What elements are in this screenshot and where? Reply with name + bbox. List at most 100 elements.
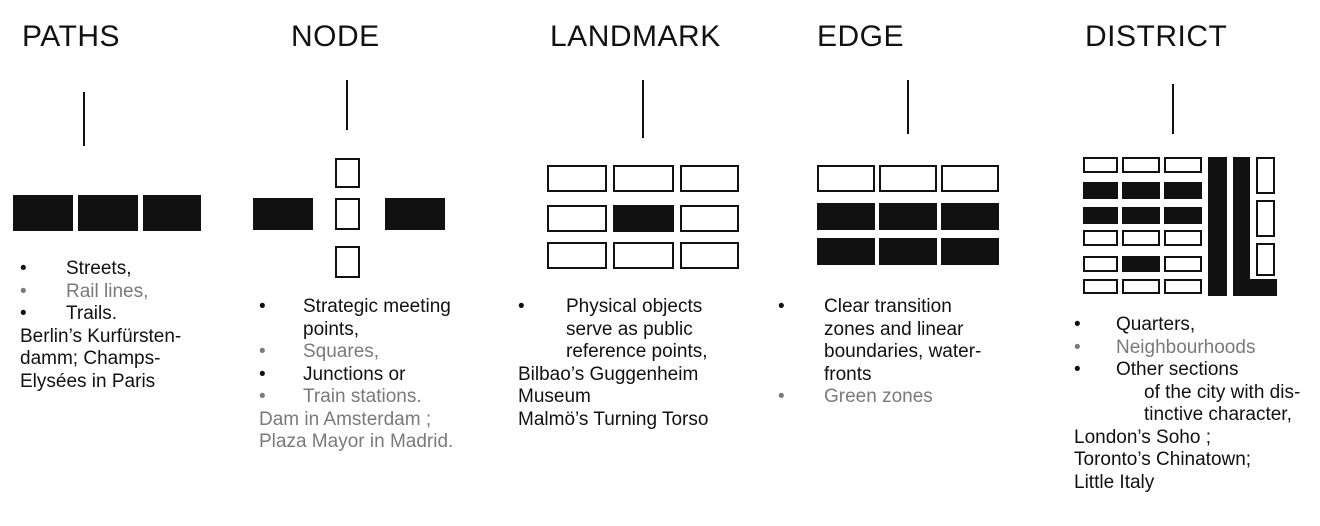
landmark-cell <box>680 205 739 232</box>
district-text: of the city with dis- <box>1144 381 1301 403</box>
bullet: • <box>778 386 785 407</box>
paths-text-line: •Streets, <box>20 258 181 281</box>
district-stem <box>1172 84 1174 134</box>
paths-block <box>143 195 201 231</box>
district-cell <box>1164 157 1202 173</box>
district-text: Neighbourhoods <box>1116 336 1256 358</box>
district-text-line: •Neighbourhoods <box>1074 337 1300 360</box>
landmark-text-line: Malmö’s Turning Torso <box>518 409 708 432</box>
node-text: Train stations. <box>303 386 422 407</box>
district-block <box>1164 182 1202 199</box>
district-block <box>1122 182 1160 199</box>
node-text-line: •Junctions or <box>259 364 453 387</box>
district-text-line: Toronto’s Chinatown; <box>1074 449 1300 472</box>
landmark-text: Bilbao’s Guggenheim <box>518 363 699 385</box>
district-text-line: •Other sections <box>1074 359 1300 382</box>
bullet: • <box>20 303 27 324</box>
district-text: Quarters, <box>1116 314 1196 335</box>
node-text: Strategic meeting <box>303 296 451 317</box>
district-cell <box>1164 279 1202 294</box>
edge-text: boundaries, water- <box>824 341 982 362</box>
node-text-line: points, <box>259 319 453 342</box>
landmark-text: Museum <box>518 386 591 407</box>
node-text-line: • Train stations. <box>259 386 453 409</box>
paths-block <box>13 195 73 231</box>
bullet: • <box>20 280 27 302</box>
landmark-cell <box>547 205 607 232</box>
district-cell <box>1164 256 1202 272</box>
district-cell <box>1164 230 1202 246</box>
district-cell <box>1083 230 1118 246</box>
node-text: Dam in Amsterdam ; <box>259 408 432 430</box>
landmark-text: Physical objects <box>566 296 703 317</box>
edge-block <box>817 238 875 265</box>
bullet: • <box>778 296 785 317</box>
node-cell <box>335 158 360 188</box>
node-title: NODE <box>291 20 380 53</box>
landmark-text: reference points, <box>566 341 708 362</box>
district-text-line: of the city with dis- <box>1074 382 1300 405</box>
district-text-line: • Quarters, <box>1074 314 1300 337</box>
edge-text-line: fronts <box>778 364 981 387</box>
landmark-text-line: Museum <box>518 386 708 409</box>
paths-text: damm; Champs- <box>20 348 161 369</box>
paths-text-line: damm; Champs- <box>20 348 181 371</box>
node-text-line: • Squares, <box>259 341 453 364</box>
landmark-text: serve as public <box>566 318 693 340</box>
edge-text-line: •Clear transition <box>778 296 981 319</box>
district-block <box>1122 256 1160 272</box>
edge-text-line: • Green zones <box>778 386 981 409</box>
district-title: DISTRICT <box>1085 20 1228 53</box>
landmark-text-line: reference points, <box>518 341 708 364</box>
node-text: Squares, <box>303 341 380 362</box>
edge-cell <box>817 165 875 192</box>
district-block <box>1083 182 1118 199</box>
district-block <box>1083 207 1118 224</box>
landmark-cell <box>613 165 674 192</box>
paths-description: •Streets,•Rail lines,•Trails.Berlin’s Ku… <box>20 258 181 393</box>
edge-block <box>941 238 999 265</box>
district-cell <box>1083 256 1118 272</box>
landmark-text-line: •Physical objects <box>518 296 708 319</box>
bullet: • <box>259 386 266 407</box>
bullet: • <box>1074 359 1081 380</box>
paths-text: Trails. <box>66 303 118 324</box>
district-cell <box>1256 200 1275 237</box>
bullet: • <box>20 258 27 279</box>
edge-title: EDGE <box>817 20 905 53</box>
landmark-cell <box>680 242 739 269</box>
district-text: tinctive character, <box>1144 404 1292 425</box>
node-text: Junctions or <box>303 363 406 385</box>
district-block <box>1233 157 1250 296</box>
paths-text: Berlin’s Kurfürsten- <box>20 325 182 347</box>
district-description: •Quarters,•Neighbourhoods•Other sections… <box>1074 314 1300 494</box>
landmark-text: Malmö’s Turning Torso <box>518 408 709 430</box>
district-cell <box>1122 230 1160 246</box>
node-text-line: Dam in Amsterdam ; <box>259 409 453 432</box>
node-block <box>253 198 313 230</box>
district-block <box>1122 207 1160 224</box>
node-block <box>385 198 445 230</box>
edge-block <box>879 238 937 265</box>
edge-text: Green zones <box>824 386 933 407</box>
district-block <box>1233 279 1277 296</box>
edge-text: fronts <box>824 363 872 385</box>
node-text: points, <box>303 318 359 340</box>
node-text-line: •Strategic meeting <box>259 296 453 319</box>
paths-title: PATHS <box>22 20 121 53</box>
landmark-cell <box>547 242 607 269</box>
edge-cell <box>941 165 999 192</box>
district-cell <box>1256 243 1275 276</box>
landmark-cell <box>613 242 674 269</box>
landmark-cell <box>547 165 607 192</box>
bullet: • <box>259 341 266 362</box>
edge-text-line: boundaries, water- <box>778 341 981 364</box>
district-text: Toronto’s Chinatown; <box>1074 449 1252 470</box>
bullet: • <box>1074 314 1081 335</box>
landmark-cell <box>680 165 739 192</box>
district-cell <box>1122 157 1160 173</box>
landmark-title: LANDMARK <box>550 20 721 53</box>
district-cell <box>1256 157 1275 194</box>
district-text-line: Little Italy <box>1074 472 1300 495</box>
